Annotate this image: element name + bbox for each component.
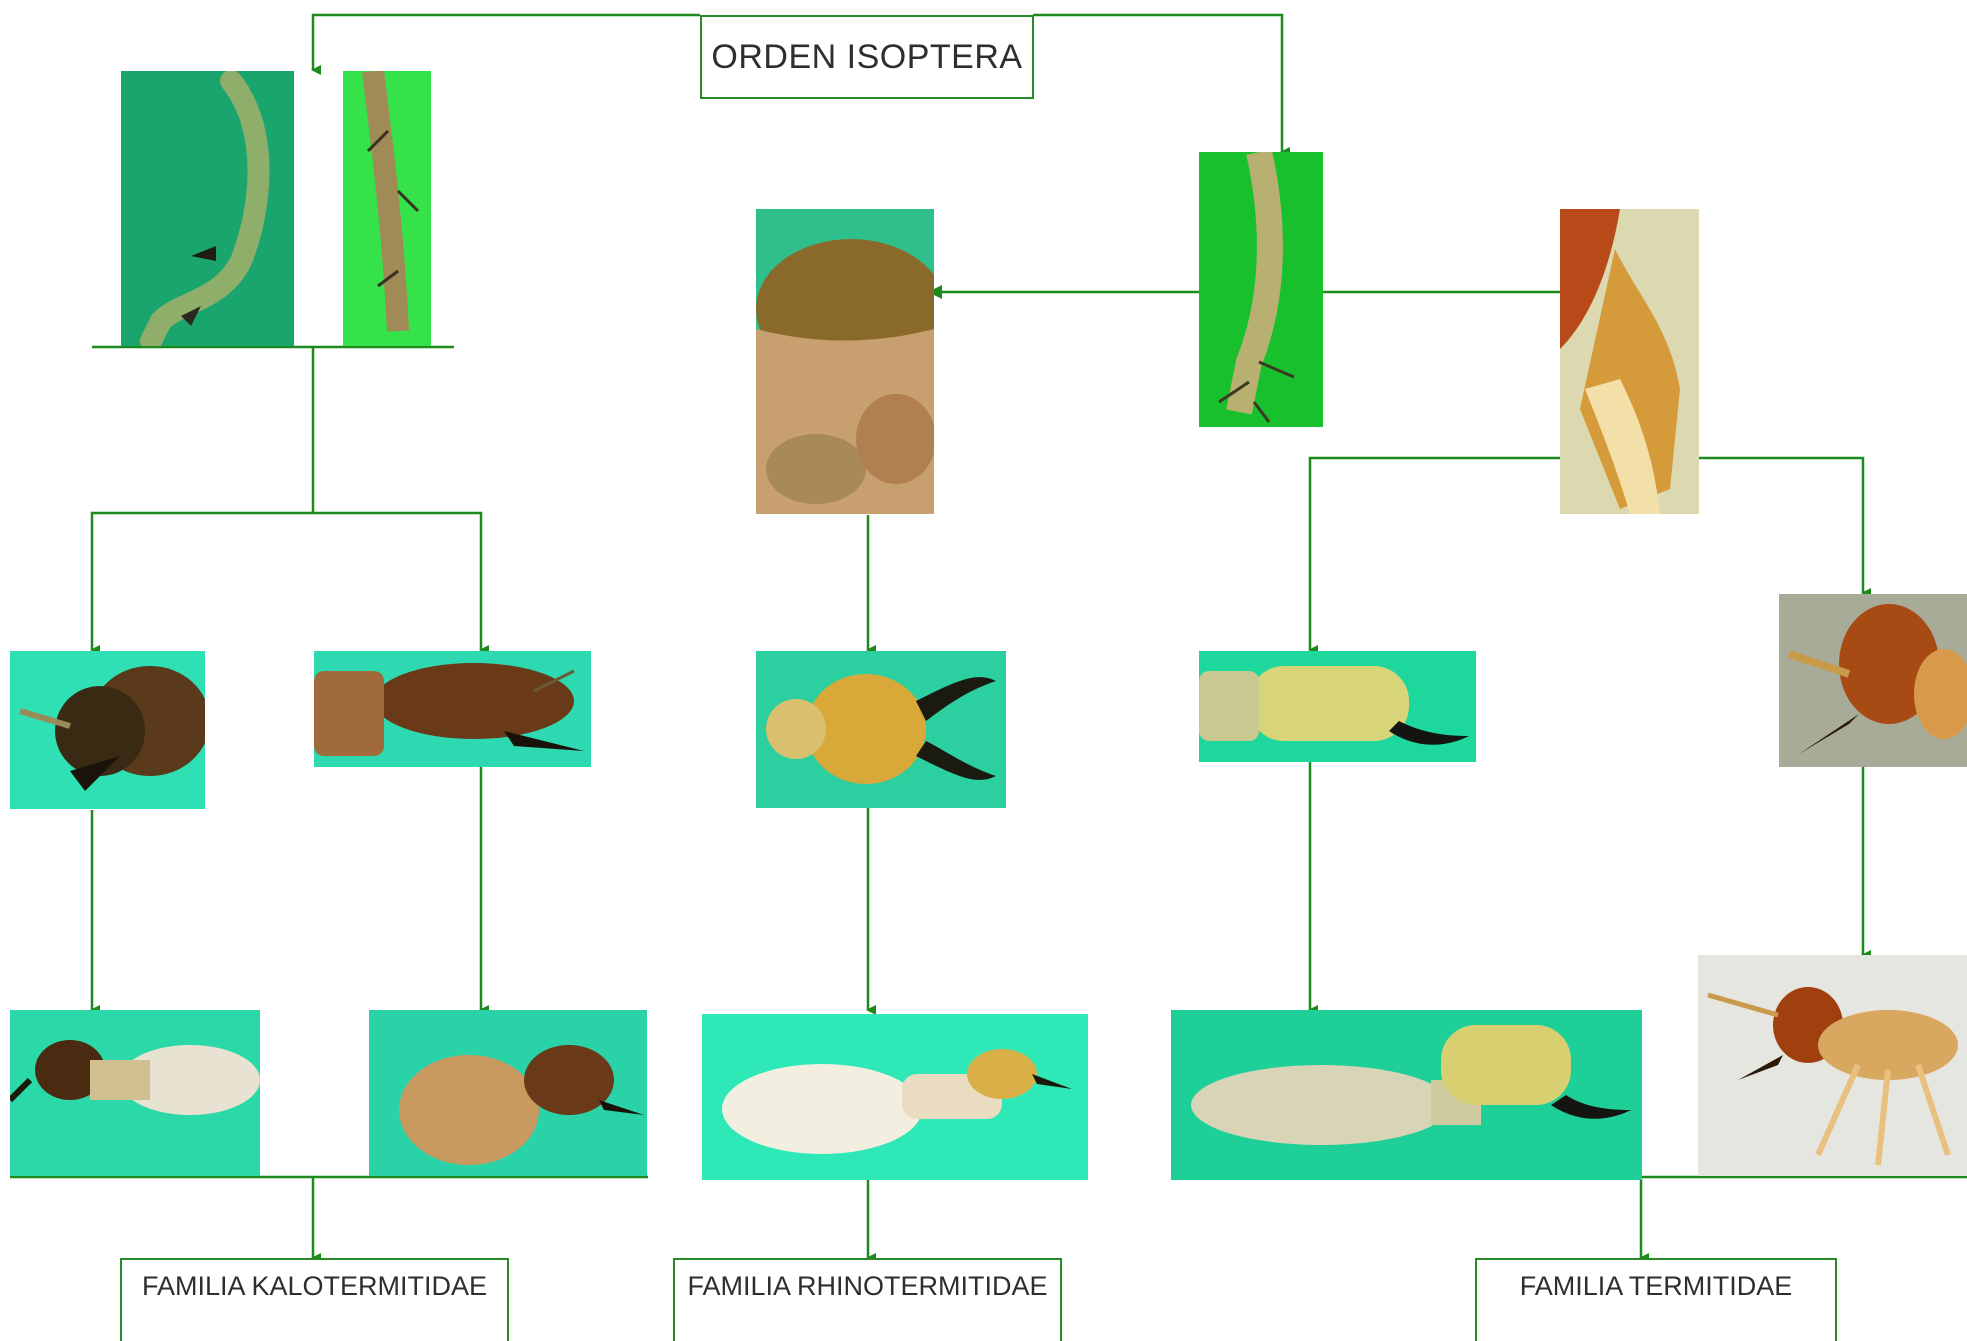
family-rhinotermitidae-box: FAMILIA RHINOTERMITIDAE — [673, 1258, 1062, 1341]
family-rhinotermitidae-label: FAMILIA RHINOTERMITIDAE — [687, 1271, 1047, 1302]
body-rhino — [702, 1014, 1088, 1180]
family-termitidae-box: FAMILIA TERMITIDAE — [1475, 1258, 1837, 1341]
soldier-head-rhino — [756, 651, 1006, 808]
head-closeup-middle — [756, 209, 934, 514]
leg-photo-left-a — [121, 71, 294, 346]
body-kalo-b — [369, 1010, 647, 1176]
connector-right-split-a — [1310, 458, 1560, 650]
order-title: ORDEN ISOPTERA — [711, 38, 1022, 77]
connector-right-split-b — [1698, 458, 1863, 593]
body-kalo-a — [10, 1010, 260, 1176]
connector-title-right — [1033, 15, 1282, 152]
body-termitidae-a — [1171, 1010, 1642, 1180]
head-closeup-right — [1560, 209, 1699, 514]
soldier-head-termitidae-b — [1779, 594, 1967, 767]
family-kalotermitidae-label: FAMILIA KALOTERMITIDAE — [142, 1271, 487, 1302]
body-termitidae-b — [1698, 955, 1967, 1176]
soldier-head-kalo-a — [10, 651, 205, 809]
leg-photo-center — [1199, 152, 1323, 427]
family-termitidae-label: FAMILIA TERMITIDAE — [1520, 1271, 1793, 1302]
connector-left-split-a — [92, 347, 313, 650]
soldier-head-kalo-b — [314, 651, 591, 767]
order-title-box: ORDEN ISOPTERA — [700, 15, 1034, 99]
connector-left-split-b — [313, 513, 481, 650]
soldier-head-termitidae-a — [1199, 651, 1476, 762]
family-kalotermitidae-box: FAMILIA KALOTERMITIDAE — [120, 1258, 509, 1341]
connector-title-left — [313, 15, 700, 70]
leg-photo-left-b — [343, 71, 431, 346]
